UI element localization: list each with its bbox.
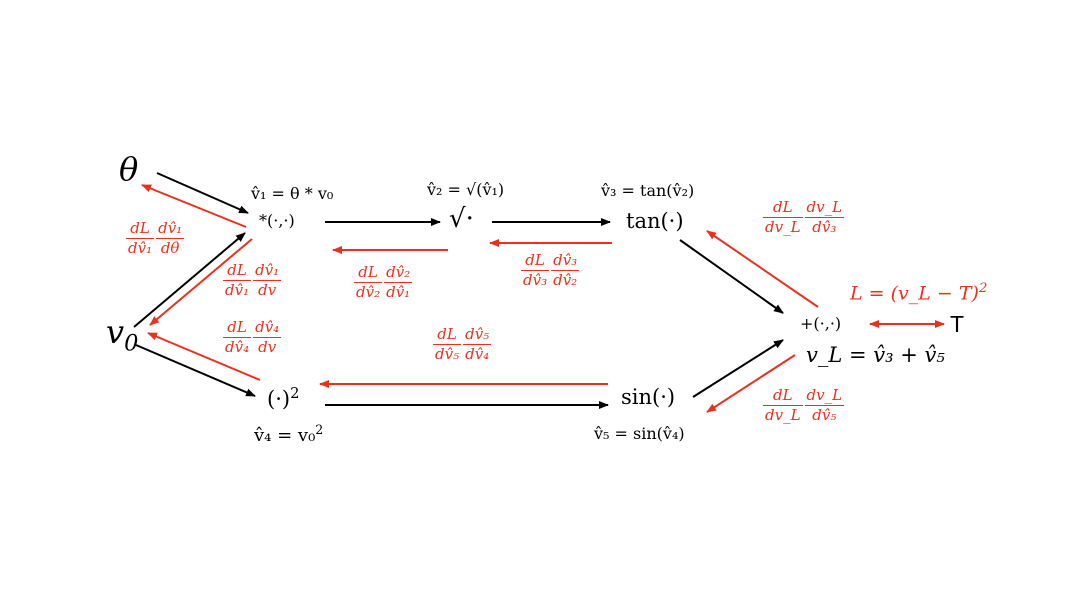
grad-arrow-plus-to-tan [706,230,819,308]
equation-v2: v̂₂ = √(v̂₁) [427,180,505,199]
equation-v4: v̂₄ = v₀2 [254,422,324,446]
node-plus: +(·,·) [800,314,842,333]
node-v0: v0 [106,313,139,357]
arrow-theta-to-mult [156,172,249,214]
grad-arrow-mult-to-theta [141,184,247,228]
node-sqrt: √· [449,204,474,234]
equation-vL: v_L = v̂₃ + v̂₅ [806,343,945,367]
grad-arrow-mult-to-v0 [149,238,253,326]
arrow-sin-to-plus [692,339,784,398]
arrow-v0-to-mult [133,232,246,328]
equation-loss: L = (v_L − T)2 [850,281,988,305]
equation-v3: v̂₃ = tan(v̂₂) [601,181,695,200]
arrow-v0-to-square [135,344,256,397]
node-mult: *(·,·) [259,211,295,230]
node-theta: θ [119,150,139,188]
grad-arrow-plus-to-sin [706,354,796,413]
node-sin: sin(·) [621,385,676,409]
equation-v1: v̂₁ = θ * v₀ [251,184,334,203]
node-square: (·)2 [267,385,300,411]
node-tan: tan(·) [626,209,684,233]
equation-v5: v̂₅ = sin(v̂₄) [594,424,685,443]
arrow-tan-to-plus [679,239,784,314]
grad-arrow-square-to-v0 [147,332,261,381]
node-target: T [950,311,965,337]
